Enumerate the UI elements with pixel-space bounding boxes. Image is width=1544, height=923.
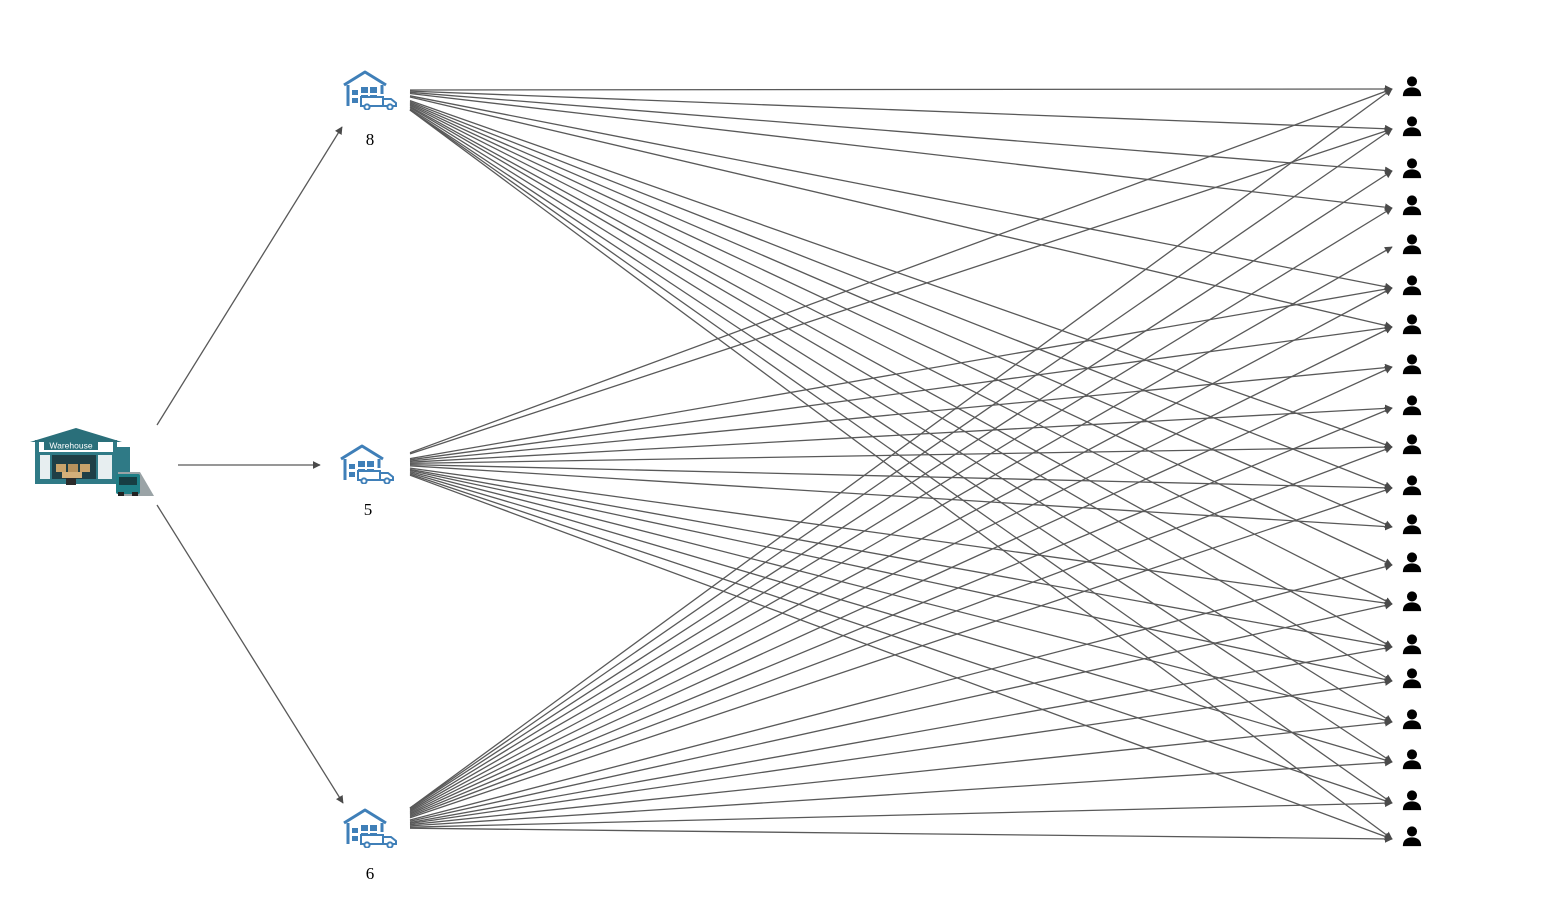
customer-20-person-icon: [1402, 826, 1422, 847]
hub-middle-to-customer-11-arrow: [409, 463, 1393, 492]
hub-bottom-to-customer-9-arrow: [409, 407, 1393, 816]
hub-bottom-to-customer-15-arrow: [409, 644, 1393, 824]
hub-bottom: 6: [342, 808, 398, 883]
hub-top-to-customer-2-arrow: [409, 90, 1393, 133]
customer-10-person-icon: [1402, 434, 1422, 455]
hub-bottom-to-customer-20-arrow: [409, 827, 1393, 843]
hub-bottom-label: 6: [366, 864, 375, 883]
customer-8-person-icon: [1402, 354, 1422, 375]
hub-top-to-customer-6-arrow: [409, 95, 1393, 291]
hub-bottom-to-customer-2-arrow: [409, 128, 1393, 809]
hub-top-to-customer-19-arrow: [409, 109, 1393, 804]
hub-bottom-to-customer-11-arrow: [409, 486, 1393, 819]
hub-middle-to-customer-17-arrow: [409, 470, 1393, 725]
hub-middle-to-customer-6-arrow: [409, 285, 1393, 460]
hubs-layer: 8 5 6: [339, 70, 398, 883]
customer-5-person-icon: [1402, 234, 1422, 255]
customers-layer: [1402, 76, 1422, 847]
customer-12-person-icon: [1402, 514, 1422, 535]
warehouse-sign: Warehouse: [49, 441, 92, 451]
warehouse-truck-icon: [339, 444, 395, 484]
hub-middle-to-customer-12-arrow: [409, 465, 1393, 531]
hub-middle-to-customer-10-arrow: [409, 443, 1393, 465]
warehouse-to-hub-bottom-arrow: [156, 504, 344, 804]
hub-bottom-to-customer-18-arrow: [409, 758, 1393, 827]
customer-13-person-icon: [1402, 552, 1422, 573]
customer-14-person-icon: [1402, 591, 1422, 612]
customer-16-person-icon: [1402, 668, 1422, 689]
hub-middle-label: 5: [364, 500, 373, 519]
customer-7-person-icon: [1402, 314, 1422, 335]
hub-bottom-to-customer-6-arrow: [409, 287, 1393, 813]
hub-bottom-to-customer-16-arrow: [409, 678, 1393, 825]
customer-4-person-icon: [1402, 195, 1422, 216]
hub-middle-to-customer-20-arrow: [409, 474, 1393, 841]
hub-top-to-customer-17-arrow: [409, 108, 1393, 723]
hub-top-to-customer-4-arrow: [409, 92, 1393, 212]
hub-bottom-to-customer-5-arrow: [409, 246, 1393, 812]
hub-middle-to-customer-19-arrow: [409, 473, 1393, 805]
customer-15-person-icon: [1402, 634, 1422, 655]
hub-top-to-customer-11-arrow: [409, 101, 1393, 490]
customer-2-person-icon: [1402, 116, 1422, 137]
customer-11-person-icon: [1402, 475, 1422, 496]
customer-3-person-icon: [1402, 158, 1422, 179]
hub-top-to-customer-7-arrow: [409, 96, 1393, 330]
customer-18-person-icon: [1402, 749, 1422, 770]
hub-bottom-to-customer-13-arrow: [409, 562, 1393, 821]
hub-bottom-to-customer-7-arrow: [409, 326, 1393, 814]
hub-top-to-customer-10-arrow: [409, 99, 1393, 449]
edges-layer: [156, 85, 1393, 843]
hub-middle-to-customer-15-arrow: [409, 468, 1393, 650]
customer-19-person-icon: [1402, 790, 1422, 811]
hub-bottom-to-customer-17-arrow: [409, 718, 1393, 826]
warehouse-truck-icon: [342, 808, 398, 848]
hub-top-to-customer-1-arrow: [409, 85, 1393, 93]
hub-top-to-customer-14-arrow: [409, 104, 1393, 605]
hub-top-to-customer-12-arrow: [409, 102, 1393, 528]
hub-bottom-to-customer-3-arrow: [409, 170, 1393, 809]
hub-middle-to-customer-14-arrow: [409, 467, 1393, 607]
hub-top-to-customer-13-arrow: [409, 103, 1393, 566]
customer-9-person-icon: [1402, 395, 1422, 416]
hub-middle-to-customer-18-arrow: [409, 472, 1393, 764]
warehouse-icon: Warehouse: [30, 428, 154, 496]
warehouse-truck-icon: [342, 70, 398, 110]
hub-middle-to-customer-9-arrow: [409, 404, 1393, 463]
customer-6-person-icon: [1402, 275, 1422, 296]
warehouse-to-hub-top-arrow: [156, 126, 343, 426]
hub-top: 8: [342, 70, 398, 149]
hub-bottom-to-customer-8-arrow: [409, 366, 1393, 815]
hub-middle: 5: [339, 444, 395, 519]
hub-middle-to-customer-2-arrow: [409, 127, 1393, 455]
hub-top-to-customer-16-arrow: [409, 107, 1393, 682]
customer-17-person-icon: [1402, 709, 1422, 730]
hub-bottom-to-customer-19-arrow: [409, 799, 1393, 828]
hub-middle-to-customer-7-arrow: [409, 324, 1393, 461]
hub-bottom-to-customer-14-arrow: [409, 601, 1393, 822]
hub-bottom-to-customer-1-arrow: [409, 88, 1393, 809]
hub-middle-to-customer-1-arrow: [409, 87, 1393, 454]
hub-middle-to-customer-16-arrow: [409, 469, 1393, 684]
hub-top-to-customer-20-arrow: [409, 109, 1393, 840]
hub-top-to-customer-3-arrow: [409, 91, 1393, 175]
customer-1-person-icon: [1402, 76, 1422, 97]
hub-bottom-to-customer-4-arrow: [409, 207, 1393, 810]
hub-top-to-customer-18-arrow: [409, 109, 1393, 763]
hub-top-to-customer-15-arrow: [409, 106, 1393, 648]
hub-middle-to-customer-8-arrow: [409, 363, 1393, 462]
hub-bottom-to-customer-10-arrow: [409, 445, 1393, 818]
hub-top-label: 8: [366, 130, 375, 149]
